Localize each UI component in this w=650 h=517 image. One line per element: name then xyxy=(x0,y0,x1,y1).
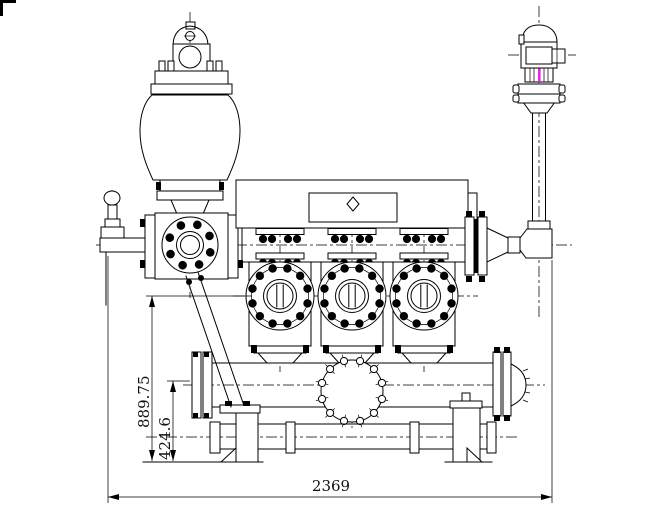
valve-lower-flange xyxy=(517,93,561,104)
cross-front-flange xyxy=(161,216,219,274)
left-support xyxy=(219,401,261,463)
cross-left-flange xyxy=(144,214,156,279)
gusset xyxy=(219,446,237,463)
pipe-flange-3 xyxy=(409,421,420,454)
dim-text-cylinder-centerline-height: 889.75 xyxy=(135,376,153,429)
valve-cover-flange-3 xyxy=(390,262,458,330)
pipe-flange-1 xyxy=(209,421,221,454)
inspection-cover xyxy=(308,192,398,223)
lower-pipe xyxy=(209,421,497,454)
pump-body-frame xyxy=(235,179,478,229)
suction-funnel xyxy=(400,352,448,364)
manifold-right-flange xyxy=(492,351,502,417)
right-support xyxy=(449,392,484,463)
valve-bonnet-dome xyxy=(521,24,558,43)
cylinder-module-1 xyxy=(246,261,314,364)
dampener-neck xyxy=(170,199,210,215)
dampener-top-flange xyxy=(154,70,229,85)
manifold-blind-flange xyxy=(315,354,389,428)
dim-text-overall-width: 2369 xyxy=(312,477,350,495)
valve-nozzle xyxy=(551,48,566,64)
valve-cover-flange-2 xyxy=(318,262,386,330)
valve-upper-flange xyxy=(517,83,561,95)
pulsation-dampener xyxy=(139,21,241,215)
suction-manifold xyxy=(191,347,531,428)
diagonal-brace xyxy=(185,271,244,408)
lifting-eye-icon xyxy=(172,21,209,47)
manifold-left-flange xyxy=(191,351,202,419)
elbow-block xyxy=(519,228,553,259)
dampener-shell xyxy=(139,94,241,181)
standpipe-collar xyxy=(527,220,551,230)
valve-cover-studs xyxy=(255,228,449,268)
sheet-corner-mark xyxy=(0,0,16,16)
left-stub-pipe xyxy=(99,237,147,253)
dim-text-suction-centerline-height: 424.6 xyxy=(156,417,174,460)
pipe-flange-2 xyxy=(285,421,296,454)
valve-cover-flange-1 xyxy=(246,262,314,330)
dimension-cylinder-centerline-height: 889.75 xyxy=(135,295,252,461)
cylinder-module-3 xyxy=(390,261,458,364)
manifold-end-cap xyxy=(510,363,527,407)
outlet-flange-a xyxy=(464,216,475,276)
accent-mark xyxy=(538,68,541,82)
discharge-cross xyxy=(140,212,243,280)
dimension-suction-centerline-height: 424.6 xyxy=(156,380,190,461)
relief-valve xyxy=(512,24,566,114)
dampener-bottom-flange xyxy=(159,179,221,192)
dimension-overall-width: 2369 xyxy=(107,256,553,503)
outlet-flange-b xyxy=(477,216,488,276)
pipe-flange-4 xyxy=(486,421,497,454)
cylinder-module-2 xyxy=(318,261,386,364)
discharge-manifold xyxy=(241,227,466,268)
suction-funnel xyxy=(256,352,304,364)
standpipe xyxy=(527,112,551,230)
cover-handle-icon xyxy=(346,196,360,212)
discharge-outlet xyxy=(464,211,553,282)
reducer-cone xyxy=(486,227,509,263)
gauge-valve xyxy=(99,190,147,306)
valve-reducer xyxy=(522,101,556,114)
valve-handwheel xyxy=(103,190,121,206)
